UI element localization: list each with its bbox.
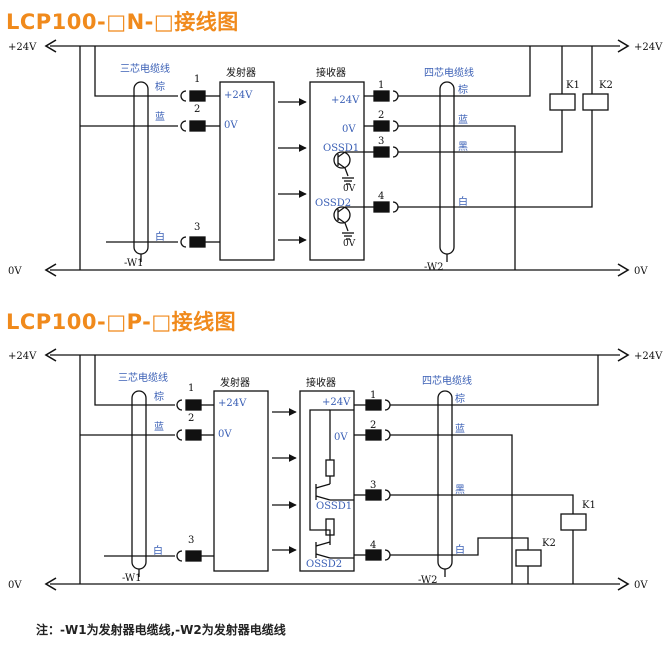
pnp-ossd2-label: OSSD2	[306, 559, 342, 570]
npn-white-right: 白	[458, 195, 468, 208]
npn-k2-label: K2	[599, 80, 613, 91]
pnp-receiver-box	[299, 390, 355, 572]
footnote: 注：-W1为发射器电缆线,-W2为发射器电缆线	[36, 623, 286, 637]
npn-brown-left: 棕	[155, 80, 165, 93]
pnp-k2-label: K2	[542, 538, 556, 549]
pnp-pin2-right: 2	[370, 420, 376, 431]
npn-w2-label: -W2	[424, 262, 443, 273]
pnp-blue-right: 蓝	[455, 423, 465, 435]
pnp-plus24v-right-label: +24V	[634, 351, 663, 362]
npn-ossd1-0v: 0V	[343, 184, 356, 194]
pnp-emitter-box	[213, 390, 269, 572]
pnp-0v-left-label: 0V	[8, 580, 22, 591]
npn-0v-right-label: 0V	[634, 266, 648, 277]
npn-cable-w2	[439, 81, 455, 255]
npn-emitter-box	[219, 81, 275, 261]
pnp-cable4-label: 四芯电缆线	[422, 374, 472, 387]
npn-pin3-left: 3	[194, 222, 200, 233]
npn-cable3-label: 三芯电缆线	[120, 62, 170, 75]
pnp-0v-right-label: 0V	[634, 580, 648, 591]
pnp-pin2-left: 2	[188, 413, 194, 424]
npn-0v-left-label: 0V	[8, 266, 22, 277]
npn-receiver-label: 接收器	[316, 66, 346, 79]
npn-blue-right: 蓝	[458, 114, 468, 126]
npn-brown-right: 棕	[458, 83, 468, 96]
npn-receiver-box	[309, 81, 365, 261]
npn-receiver-0v: 0V	[342, 124, 356, 135]
npn-ossd2-transistor	[333, 206, 351, 224]
pnp-diagram	[44, 348, 630, 591]
npn-blue-left: 蓝	[155, 111, 165, 123]
npn-pin2-right: 2	[378, 110, 384, 121]
pnp-ossd2-resistor	[325, 518, 335, 536]
pnp-w2-label: -W2	[418, 575, 437, 586]
pnp-emitter-24v: +24V	[218, 398, 247, 409]
npn-pin2-left: 2	[194, 104, 200, 115]
pnp-blue-left: 蓝	[154, 421, 164, 433]
pnp-emitter-0v: 0V	[218, 429, 232, 440]
npn-emitter-0v: 0V	[224, 120, 238, 131]
npn-plus24v-left-label: +24V	[8, 42, 37, 53]
npn-k1-label: K1	[566, 80, 580, 91]
pnp-relay-k1	[560, 513, 587, 531]
pnp-pin1-left: 1	[188, 383, 194, 394]
pnp-cable-w2	[437, 390, 453, 570]
pnp-pin3-right: 3	[370, 480, 376, 491]
pnp-k1-label: K1	[582, 500, 596, 511]
npn-pin1-right: 1	[378, 80, 384, 91]
npn-black-right: 黑	[458, 141, 468, 153]
npn-relay-k1	[549, 93, 576, 111]
npn-emitter-24v: +24V	[224, 90, 253, 101]
npn-ossd2-0v: 0V	[343, 239, 356, 249]
pnp-white-right: 白	[455, 543, 465, 556]
pnp-white-left: 白	[153, 544, 163, 557]
npn-w1-label: -W1	[124, 258, 143, 269]
pnp-plus24v-left-label: +24V	[8, 351, 37, 362]
pnp-brown-left: 棕	[154, 390, 164, 403]
npn-pin1-left: 1	[194, 74, 200, 85]
npn-pin4-right: 4	[378, 191, 384, 202]
npn-relay-k2	[582, 93, 609, 111]
npn-white-left: 白	[155, 230, 165, 243]
npn-plus24v-right-label: +24V	[634, 42, 663, 53]
pnp-ossd1-label: OSSD1	[316, 501, 352, 512]
pnp-receiver-label: 接收器	[306, 376, 336, 389]
pnp-brown-right: 棕	[455, 392, 465, 405]
npn-ossd1-label: OSSD1	[323, 143, 359, 154]
pnp-cable-w1	[131, 390, 147, 570]
pnp-receiver-0v: 0V	[334, 432, 348, 443]
npn-diagram	[44, 39, 630, 277]
pnp-emitter-label: 发射器	[220, 376, 250, 389]
pnp-black-right: 黑	[455, 484, 465, 496]
npn-ossd1-transistor	[333, 151, 351, 169]
npn-cable-w1	[133, 81, 149, 255]
pnp-receiver-24v: +24V	[322, 397, 351, 408]
pnp-labels: +24V +24V 0V 0V 三芯电缆线 棕 蓝 白 -W1 1 2 3 发射…	[8, 351, 663, 591]
npn-labels: +24V +24V 0V 0V 三芯电缆线 棕 蓝 白 -W1 1 2 3 发射…	[8, 42, 663, 277]
pnp-cable3-label: 三芯电缆线	[118, 371, 168, 384]
pnp-pin3-left: 3	[188, 535, 194, 546]
pnp-pin4-right: 4	[370, 540, 376, 551]
npn-ossd2-label: OSSD2	[315, 198, 351, 209]
pnp-ossd1-resistor	[325, 459, 335, 477]
npn-pin3-right: 3	[378, 136, 384, 147]
pnp-w1-label: -W1	[122, 573, 141, 584]
npn-receiver-24v: +24V	[331, 95, 360, 106]
npn-diagram-title: LCP100-□N-□接线图	[6, 10, 239, 34]
pnp-pin1-right: 1	[370, 390, 376, 401]
npn-cable4-label: 四芯电缆线	[424, 66, 474, 79]
npn-emitter-label: 发射器	[226, 66, 256, 79]
pnp-diagram-title: LCP100-□P-□接线图	[6, 310, 237, 334]
pnp-relay-k2	[515, 549, 542, 567]
